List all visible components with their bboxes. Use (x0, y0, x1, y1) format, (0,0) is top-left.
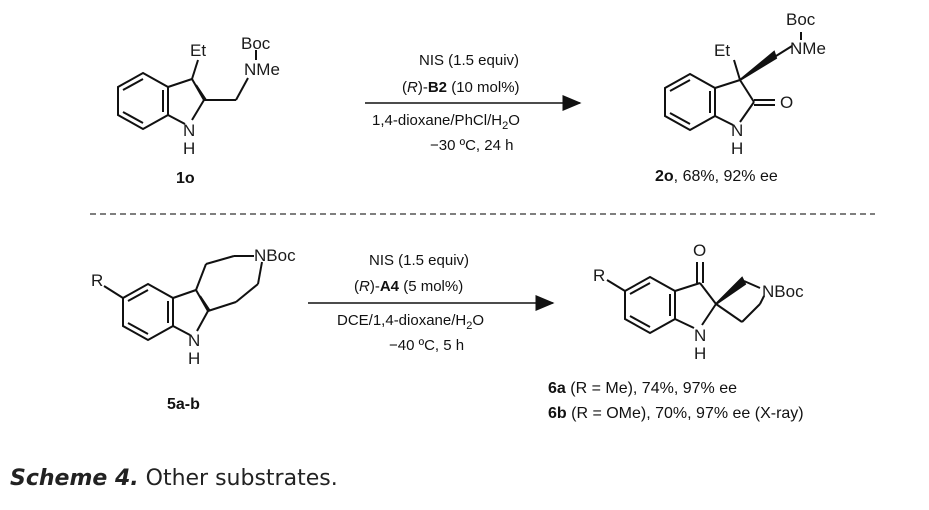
bottom-temp-time-line: −40 ºC, 5 h (389, 337, 465, 354)
compound-label-6b-yield: (R = OMe), 70%, 97% ee (X-ray) (566, 405, 804, 422)
top-catalyst-paren-close: )- (417, 79, 428, 96)
nme-label: NMe (244, 60, 280, 79)
bottom-solvent-sub: 2 (466, 320, 473, 332)
carboline-n-label: N (188, 331, 200, 350)
indole-1o-structure (117, 50, 257, 131)
bottom-solvent-line: DCE/1,4-dioxane/H2O (337, 312, 484, 332)
top-solvent-end: O (508, 112, 520, 129)
bottom-solvent-end: O (472, 312, 485, 329)
compound-label-2o-yield: , 68%, 92% ee (673, 168, 778, 185)
scheme-caption-text: Other substrates. (138, 466, 338, 491)
compound-label-6a-id: 6a (548, 380, 566, 397)
bottom-catalyst-config: R (359, 278, 370, 295)
top-solvent-sub: 2 (502, 120, 509, 132)
compound-label-2o-id: 2o (655, 168, 674, 185)
bottom-catalyst-name: A4 (379, 278, 400, 295)
product-indoline-h-label: H (694, 344, 706, 363)
spiro-product-6-structure (606, 262, 765, 335)
bottom-catalyst-paren-open: ( (354, 278, 359, 295)
top-catalyst-paren-open: ( (402, 79, 407, 96)
top-catalyst-name: B2 (427, 79, 448, 96)
scheme-caption-title: Scheme 4. (10, 466, 139, 491)
top-catalyst-config: R (407, 79, 418, 96)
product-boc-label: Boc (786, 10, 816, 29)
compound-label-6b-id: 6b (548, 405, 567, 422)
top-reagent-line: NIS (1.5 equiv) (419, 52, 520, 69)
scheme-caption: Scheme 4. Other substrates. (10, 466, 338, 491)
nboc-label: NBoc (254, 246, 296, 265)
compound-label-6a-yield: (R = Me), 74%, 97% ee (565, 380, 737, 397)
product-indoline-n-label: N (694, 326, 706, 345)
product-h-label: H (731, 139, 743, 158)
product-n-label: N (731, 121, 743, 140)
compound-label-1o: 1o (176, 170, 195, 187)
product-ethyl-label: Et (714, 41, 730, 60)
compound-label-6a: 6a (R = Me), 74%, 97% ee (548, 380, 737, 398)
bottom-solvent-main: DCE/1,4-dioxane/H (337, 312, 467, 329)
bottom-catalyst-loading: (5 mol%) (399, 278, 464, 295)
indole-h-label: H (183, 139, 195, 158)
indole-n-label: N (183, 121, 195, 140)
product-oxygen-label: O (780, 93, 793, 112)
bottom-catalyst-line: (R)-A4 (5 mol%) (354, 278, 463, 295)
product-nme-label: NMe (790, 39, 826, 58)
top-solvent-main: 1,4-dioxane/PhCl/H (372, 112, 503, 129)
bottom-catalyst-paren-close: )- (369, 278, 380, 295)
compound-label-6b: 6b (R = OMe), 70%, 97% ee (X-ray) (548, 405, 804, 423)
carboline-5ab-structure (103, 255, 263, 342)
top-catalyst-line: (R)-B2 (10 mol%) (402, 79, 520, 96)
compound-label-2o: 2o, 68%, 92% ee (655, 168, 778, 186)
oxindole-2o-structure (664, 32, 802, 132)
top-solvent-line: 1,4-dioxane/PhCl/H2O (372, 112, 520, 132)
ethyl-label: Et (190, 41, 206, 60)
compound-label-5ab: 5a-b (167, 396, 200, 413)
product-nboc-label: NBoc (762, 282, 804, 301)
top-temp-time-line: −30 ºC, 24 h (430, 137, 514, 154)
product-ketone-oxygen-label: O (693, 241, 706, 260)
r-substituent-label: R (91, 271, 103, 290)
boc-label: Boc (241, 34, 271, 53)
product-r-label: R (593, 266, 605, 285)
bottom-reagent-line: NIS (1.5 equiv) (369, 252, 470, 269)
carboline-h-label: H (188, 349, 200, 368)
top-catalyst-loading: (10 mol%) (447, 79, 520, 96)
